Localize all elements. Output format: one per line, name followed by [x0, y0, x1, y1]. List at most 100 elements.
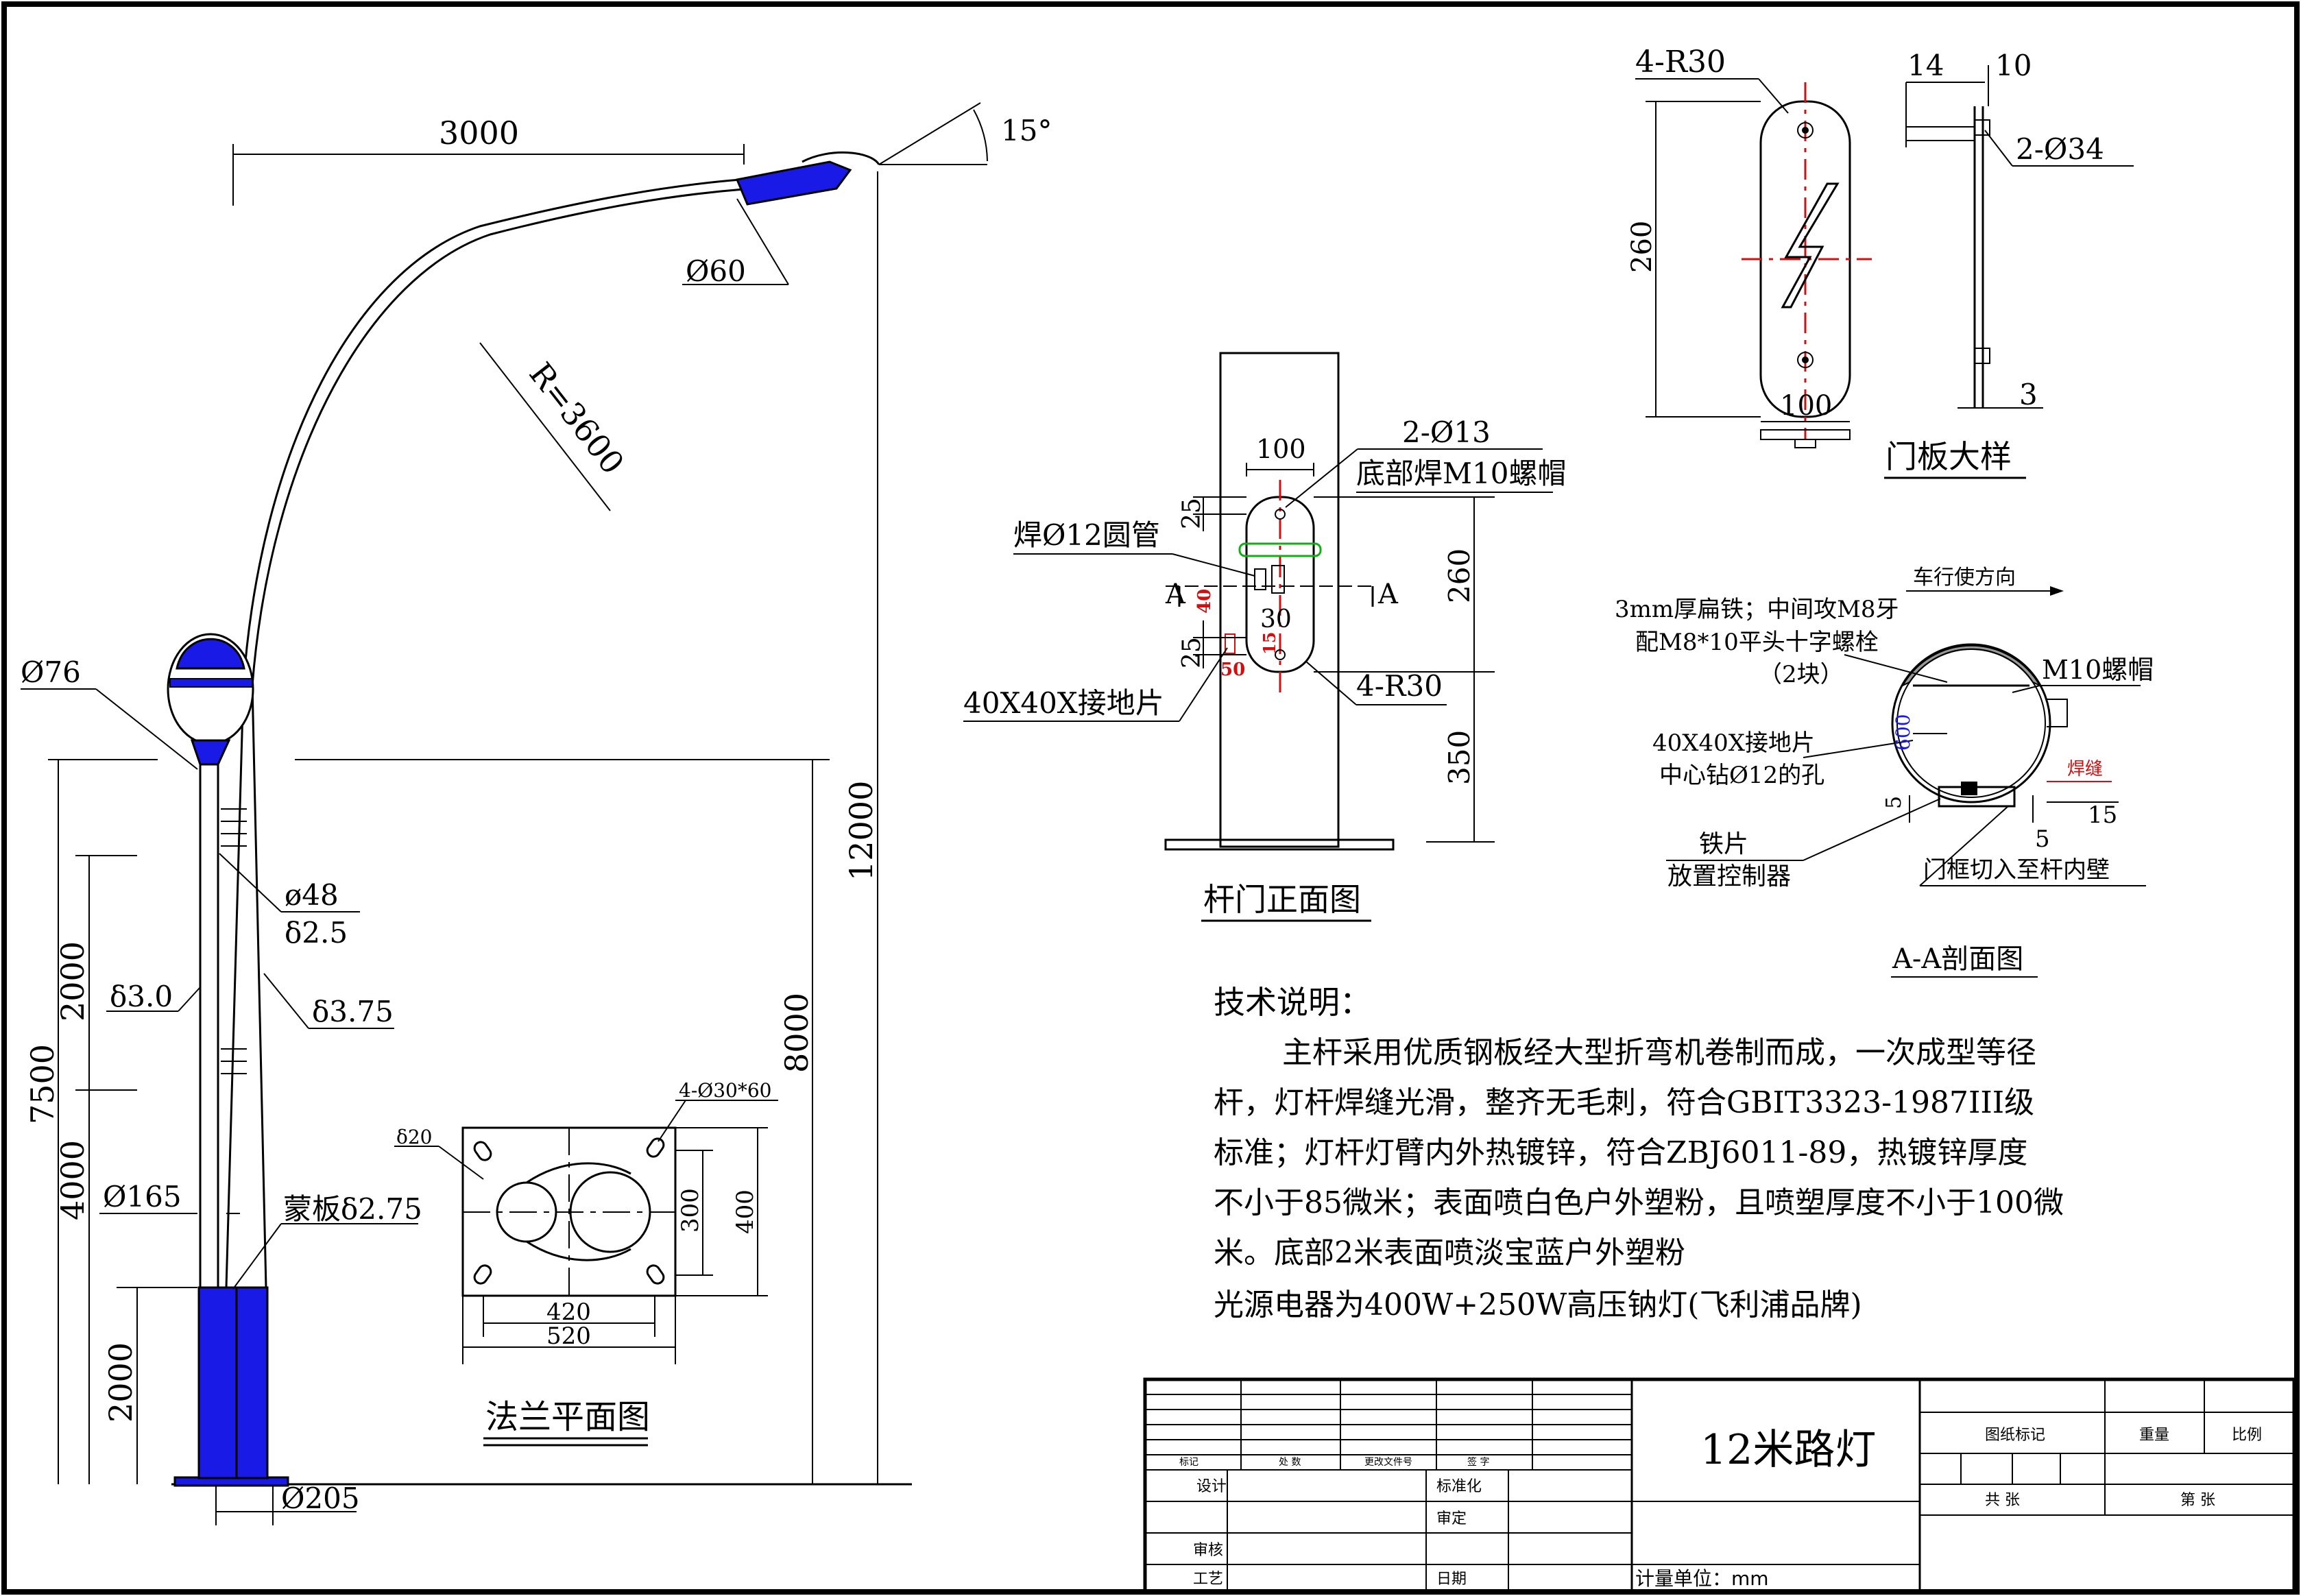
tb-scale: 比例 — [2232, 1427, 2262, 1444]
tb-process: 工艺 — [1193, 1571, 1223, 1588]
pole-base-blue — [197, 1286, 269, 1479]
door-dim-30: 30 — [1260, 605, 1292, 633]
door-dim-25-top: 25 — [1178, 498, 1206, 529]
section-dim-600: 600 — [1892, 714, 1914, 751]
section-nut: M10螺帽 — [2042, 655, 2154, 685]
iron-line2: 放置控制器 — [1667, 862, 1791, 891]
red-dim-50: 50 — [1220, 660, 1245, 680]
red-dim-40: 40 — [1194, 589, 1215, 614]
dim-pole-thk-left: δ3.0 — [110, 980, 173, 1013]
dim-base-plate-dia: Ø205 — [281, 1482, 360, 1515]
lamp-head — [735, 160, 852, 206]
notes-line-4: 不小于85微米；表面喷白色户外塑粉，且喷塑厚度不小于100微 — [1214, 1185, 2064, 1220]
tb-check: 审核 — [1193, 1542, 1223, 1559]
flange-plan-title: 法兰平面图 — [485, 1398, 650, 1436]
door-front-title: 杆门正面图 — [1203, 881, 1361, 918]
pole-dimensions: 3000 15° Ø60 R=3600 Ø76 ø48 δ2.5 δ3.0 δ3… — [21, 102, 1052, 1525]
pole-segment-base — [1164, 838, 1395, 851]
door-detail-10: 10 — [1995, 49, 2032, 82]
rev-col-sign: 签 字 — [1467, 1456, 1489, 1468]
notes-heading: 技术说明： — [1214, 984, 1371, 1021]
section-aa: 车行使方向 3mm厚扁铁；中间攻M8牙 配M8*10平头十字螺栓 （2块） M1… — [1615, 566, 2154, 978]
dim-base-dia: Ø165 — [103, 1180, 182, 1213]
access-rungs — [221, 808, 247, 1074]
tb-review: 审定 — [1436, 1510, 1467, 1527]
door-corner-radius: 4-R30 — [1356, 669, 1443, 703]
dim-lamp-dia: Ø60 — [686, 254, 746, 288]
tb-design: 设计 — [1196, 1478, 1227, 1495]
door-detail-title: 门板大样 — [1886, 438, 2012, 475]
drawing-title: 12米路灯 — [1700, 1426, 1876, 1474]
flange-plan: 4-Ø30*60 δ20 300 400 420 520 法兰平面图 — [394, 1079, 778, 1447]
dim-12000: 12000 — [843, 781, 880, 881]
main-pole-left-edge — [225, 685, 245, 1288]
tb-standardize: 标准化 — [1436, 1478, 1482, 1495]
door-dim-350: 350 — [1443, 730, 1476, 785]
lightning-icon — [1781, 182, 1840, 309]
door-dim-25-bot: 25 — [1178, 637, 1206, 668]
door-dim-260: 260 — [1443, 548, 1476, 603]
lamp-cover — [802, 151, 880, 165]
section-dim-5b: 5 — [2035, 825, 2050, 853]
door-detail-radius: 4-R30 — [1635, 45, 1726, 80]
flange-holes: 4-Ø30*60 — [679, 1079, 772, 1102]
dim-cover-plate: 蒙板δ2.75 — [283, 1192, 422, 1226]
flange-dim-400: 400 — [732, 1189, 759, 1234]
dim-tilt-angle: 15° — [1001, 114, 1052, 147]
arm-curve-inner — [251, 188, 745, 686]
flat-iron-line3: （2块） — [1759, 661, 1844, 688]
section-a-right: A — [1377, 579, 1399, 610]
rev-col-count: 处 数 — [1279, 1457, 1301, 1468]
door-dim-100: 100 — [1256, 434, 1306, 464]
door-tube-note: 焊Ø12圆管 — [1013, 518, 1160, 552]
dim-8000: 8000 — [778, 993, 815, 1073]
pole-segment — [1219, 352, 1340, 848]
main-pole-right-edge — [251, 685, 267, 1288]
section-weld: 焊缝 — [2067, 759, 2103, 779]
dim-2000-lower: 2000 — [102, 1342, 139, 1423]
notes-line-2: 杆，灯杆焊缝光滑，整齐无毛刺，符合GBIT3323-1987III级 — [1214, 1085, 2034, 1120]
secondary-lamp-band — [169, 678, 253, 688]
door-detail-holes: 2-Ø34 — [2016, 132, 2104, 166]
section-dim-15: 15 — [2088, 801, 2117, 829]
pole-elevation — [167, 151, 912, 1487]
tb-drawing-mark: 图纸标记 — [1985, 1427, 2045, 1444]
section-a-left: A — [1165, 579, 1186, 610]
tb-total-sheets: 共 张 — [1985, 1492, 2020, 1509]
dim-pole-thk-right: δ3.75 — [312, 995, 394, 1028]
flat-iron-line2: 配M8*10平头十字螺栓 — [1635, 629, 1879, 656]
flange-plate-thk: δ20 — [396, 1126, 433, 1148]
arm-curve-outer — [242, 178, 741, 686]
flange-dim-300: 300 — [677, 1188, 704, 1233]
notes-line-6: 光源电器为400W+250W高压钠灯(飞利浦品牌) — [1214, 1287, 1862, 1322]
secondary-lamp-cap — [176, 638, 245, 670]
door-detail-3: 3 — [2019, 378, 2038, 411]
door-detail-260: 260 — [1626, 221, 1658, 273]
tb-date: 日期 — [1436, 1571, 1467, 1588]
tb-weight: 重量 — [2139, 1427, 2169, 1444]
door-bolt-note: 底部焊M10螺帽 — [1356, 457, 1566, 490]
technical-notes: 技术说明： 主杆采用优质钢板经大型折弯机卷制而成，一次成型等径 杆，灯杆焊缝光滑… — [1214, 984, 2064, 1322]
tb-sheet-no: 第 张 — [2180, 1492, 2215, 1509]
rev-col-mark: 标记 — [1179, 1457, 1198, 1468]
travel-direction: 车行使方向 — [1913, 566, 2016, 590]
dim-arm-length: 3000 — [439, 114, 519, 152]
door-detail-14: 14 — [1907, 49, 1944, 82]
tb-unit: 计量单位：mm — [1635, 1567, 1769, 1590]
flange-dim-420: 420 — [546, 1298, 591, 1326]
secondary-lamp-neck — [190, 739, 231, 766]
dim-secondary-lamp-dia: Ø76 — [21, 655, 81, 689]
dim-secondary-pole-dia: ø48 — [285, 878, 339, 912]
dim-secondary-pole-thk: δ2.5 — [285, 916, 348, 950]
notes-line-5: 米。底部2米表面喷淡宝蓝户外塑粉 — [1214, 1235, 1685, 1270]
flange-dim-520: 520 — [546, 1322, 591, 1350]
door-holes: 2-Ø13 — [1402, 415, 1491, 449]
notes-line-1: 主杆采用优质钢板经大型折弯机卷制而成，一次成型等径 — [1282, 1035, 2036, 1070]
iron-line1: 铁片 — [1699, 830, 1748, 858]
door-ground-tab: 40X40X接地片 — [963, 686, 1164, 720]
title-block: 标记 处 数 更改文件号 签 字 设计 标准化 审定 审核 工艺 日期 12米路… — [1143, 1377, 2296, 1594]
notes-line-3: 标准；灯杆灯臂内外热镀锌，符合ZBJ6011-89，热镀锌厚度 — [1214, 1135, 2027, 1170]
